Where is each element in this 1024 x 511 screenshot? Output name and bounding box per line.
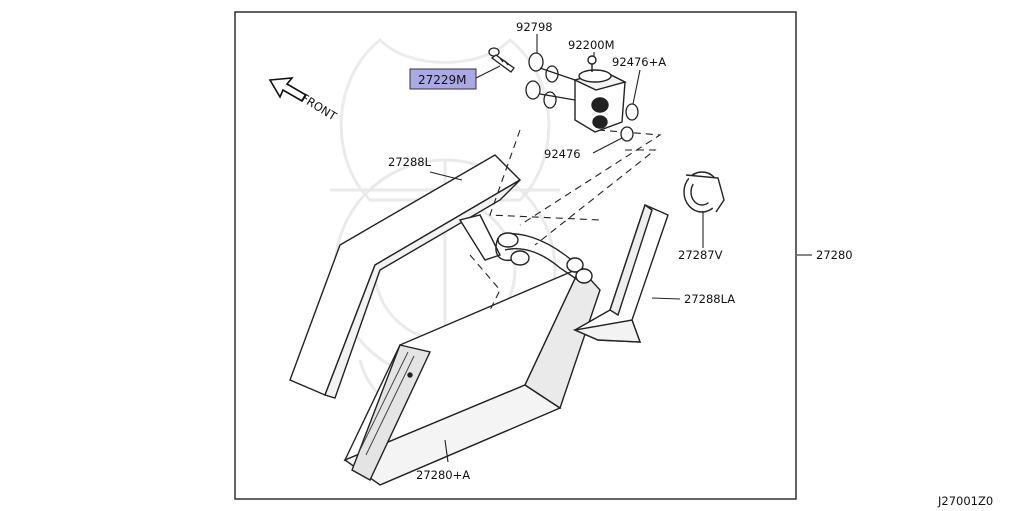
evaporator-core [343,266,601,486]
leader-lines [429,34,812,463]
seal-right-27288LA [572,203,669,343]
callout-92200M[interactable]: 92200M [568,38,615,52]
expansion-valve [572,55,627,133]
callout-92798[interactable]: 92798 [516,20,553,34]
diagram-code: J27001Z0 [937,494,993,508]
alignment-lines [469,129,662,311]
callout-27229M[interactable]: 27229M [418,73,467,87]
callout-highlight [409,68,477,90]
callout-27287V[interactable]: 27287V [678,248,723,262]
front-label: FRONT [298,91,340,124]
refrigerant-pipes [495,232,593,284]
callout-27288LA[interactable]: 27288LA [684,292,735,306]
o-ring-lower [620,126,634,142]
clip [683,171,725,213]
callout-27288L[interactable]: 27288L [388,155,432,169]
o-ring-right [625,103,639,121]
callout-92476[interactable]: 92476 [544,147,581,161]
callout-27280[interactable]: 27280 [816,248,853,262]
diagram-frame [234,11,797,500]
callout-92476-plus-a[interactable]: 92476+A [612,55,666,69]
front-arrow-icon [268,77,308,103]
o-ring-top [525,52,576,109]
seal-left-27288L [289,154,522,399]
callout-27280-plus-a[interactable]: 27280+A [416,468,470,482]
valve-bolt [488,47,515,73]
